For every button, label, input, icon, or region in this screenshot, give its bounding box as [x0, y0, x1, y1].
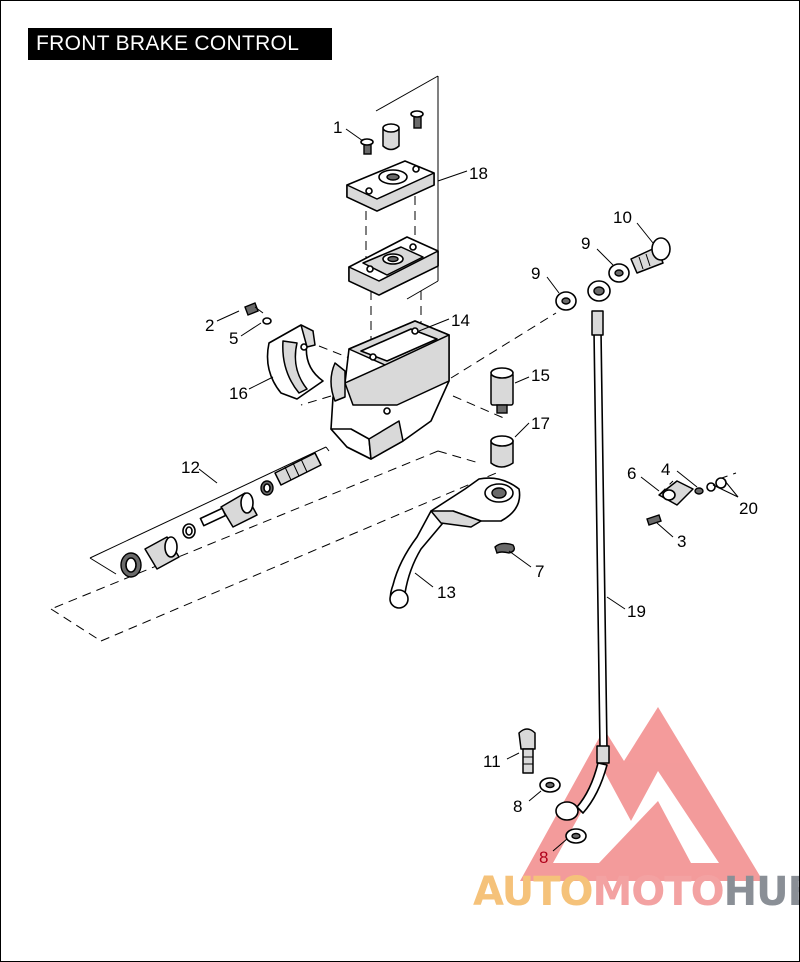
callout-6: 6: [627, 464, 636, 483]
clamp-screw: [244, 302, 272, 325]
callout-9-left: 9: [531, 264, 540, 283]
callout-12: 12: [181, 458, 200, 477]
callout-17: 17: [531, 414, 550, 433]
callout-8-upper: 8: [513, 797, 522, 816]
handlebar-clamp: [266, 324, 324, 400]
leader-lines: [198, 128, 739, 852]
washer-lower: [539, 777, 587, 844]
callout-10: 10: [613, 208, 632, 227]
callout-15: 15: [531, 366, 550, 385]
watermark-part2: MOTO: [592, 869, 725, 915]
callout-7: 7: [535, 562, 544, 581]
callout-2: 2: [205, 316, 214, 335]
page-title: FRONT BRAKE CONTROL: [28, 28, 332, 60]
callout-14: 14: [451, 311, 470, 330]
callout-9-right: 9: [581, 234, 590, 253]
screw-1: [360, 110, 424, 155]
sight-glass-plug: [382, 123, 400, 151]
watermark-part1: AUTO: [473, 869, 593, 915]
banjo-bolt-upper: [630, 237, 671, 274]
callout-5: 5: [229, 329, 238, 348]
callout-1: 1: [333, 118, 342, 137]
watermark-part3: HUB: [723, 869, 799, 915]
callout-20: 20: [739, 499, 758, 518]
bracket-lines: [89, 75, 439, 575]
callout-8-lower: 8: [539, 848, 548, 867]
pivot-pin: [490, 367, 514, 414]
callout-16: 16: [229, 384, 248, 403]
callout-19: 19: [627, 602, 646, 621]
washer-upper: [555, 263, 630, 311]
banjo-bolt-lower: [518, 728, 536, 774]
callout-18: 18: [469, 164, 488, 183]
bushing: [490, 435, 514, 468]
callout-13: 13: [437, 583, 456, 602]
callout-labels: 1 18 10 9 9 2 5 14 16 15 17 12 6 4 20 3 …: [181, 118, 758, 867]
callout-3: 3: [677, 532, 686, 551]
callout-11: 11: [483, 752, 501, 771]
diaphragm: [348, 236, 439, 296]
reservoir-cover: [346, 160, 435, 212]
brake-lever: [389, 477, 521, 609]
watermark-logo: [520, 707, 763, 881]
brake-hose: [576, 280, 611, 814]
master-cylinder-body: [330, 320, 450, 460]
callout-4: 4: [661, 460, 670, 479]
switch-clamp: [646, 477, 727, 526]
piston-assembly: [120, 452, 322, 578]
watermark-wordmark: AUTOMOTOHUB: [473, 869, 799, 915]
retaining-clip: [494, 542, 516, 554]
